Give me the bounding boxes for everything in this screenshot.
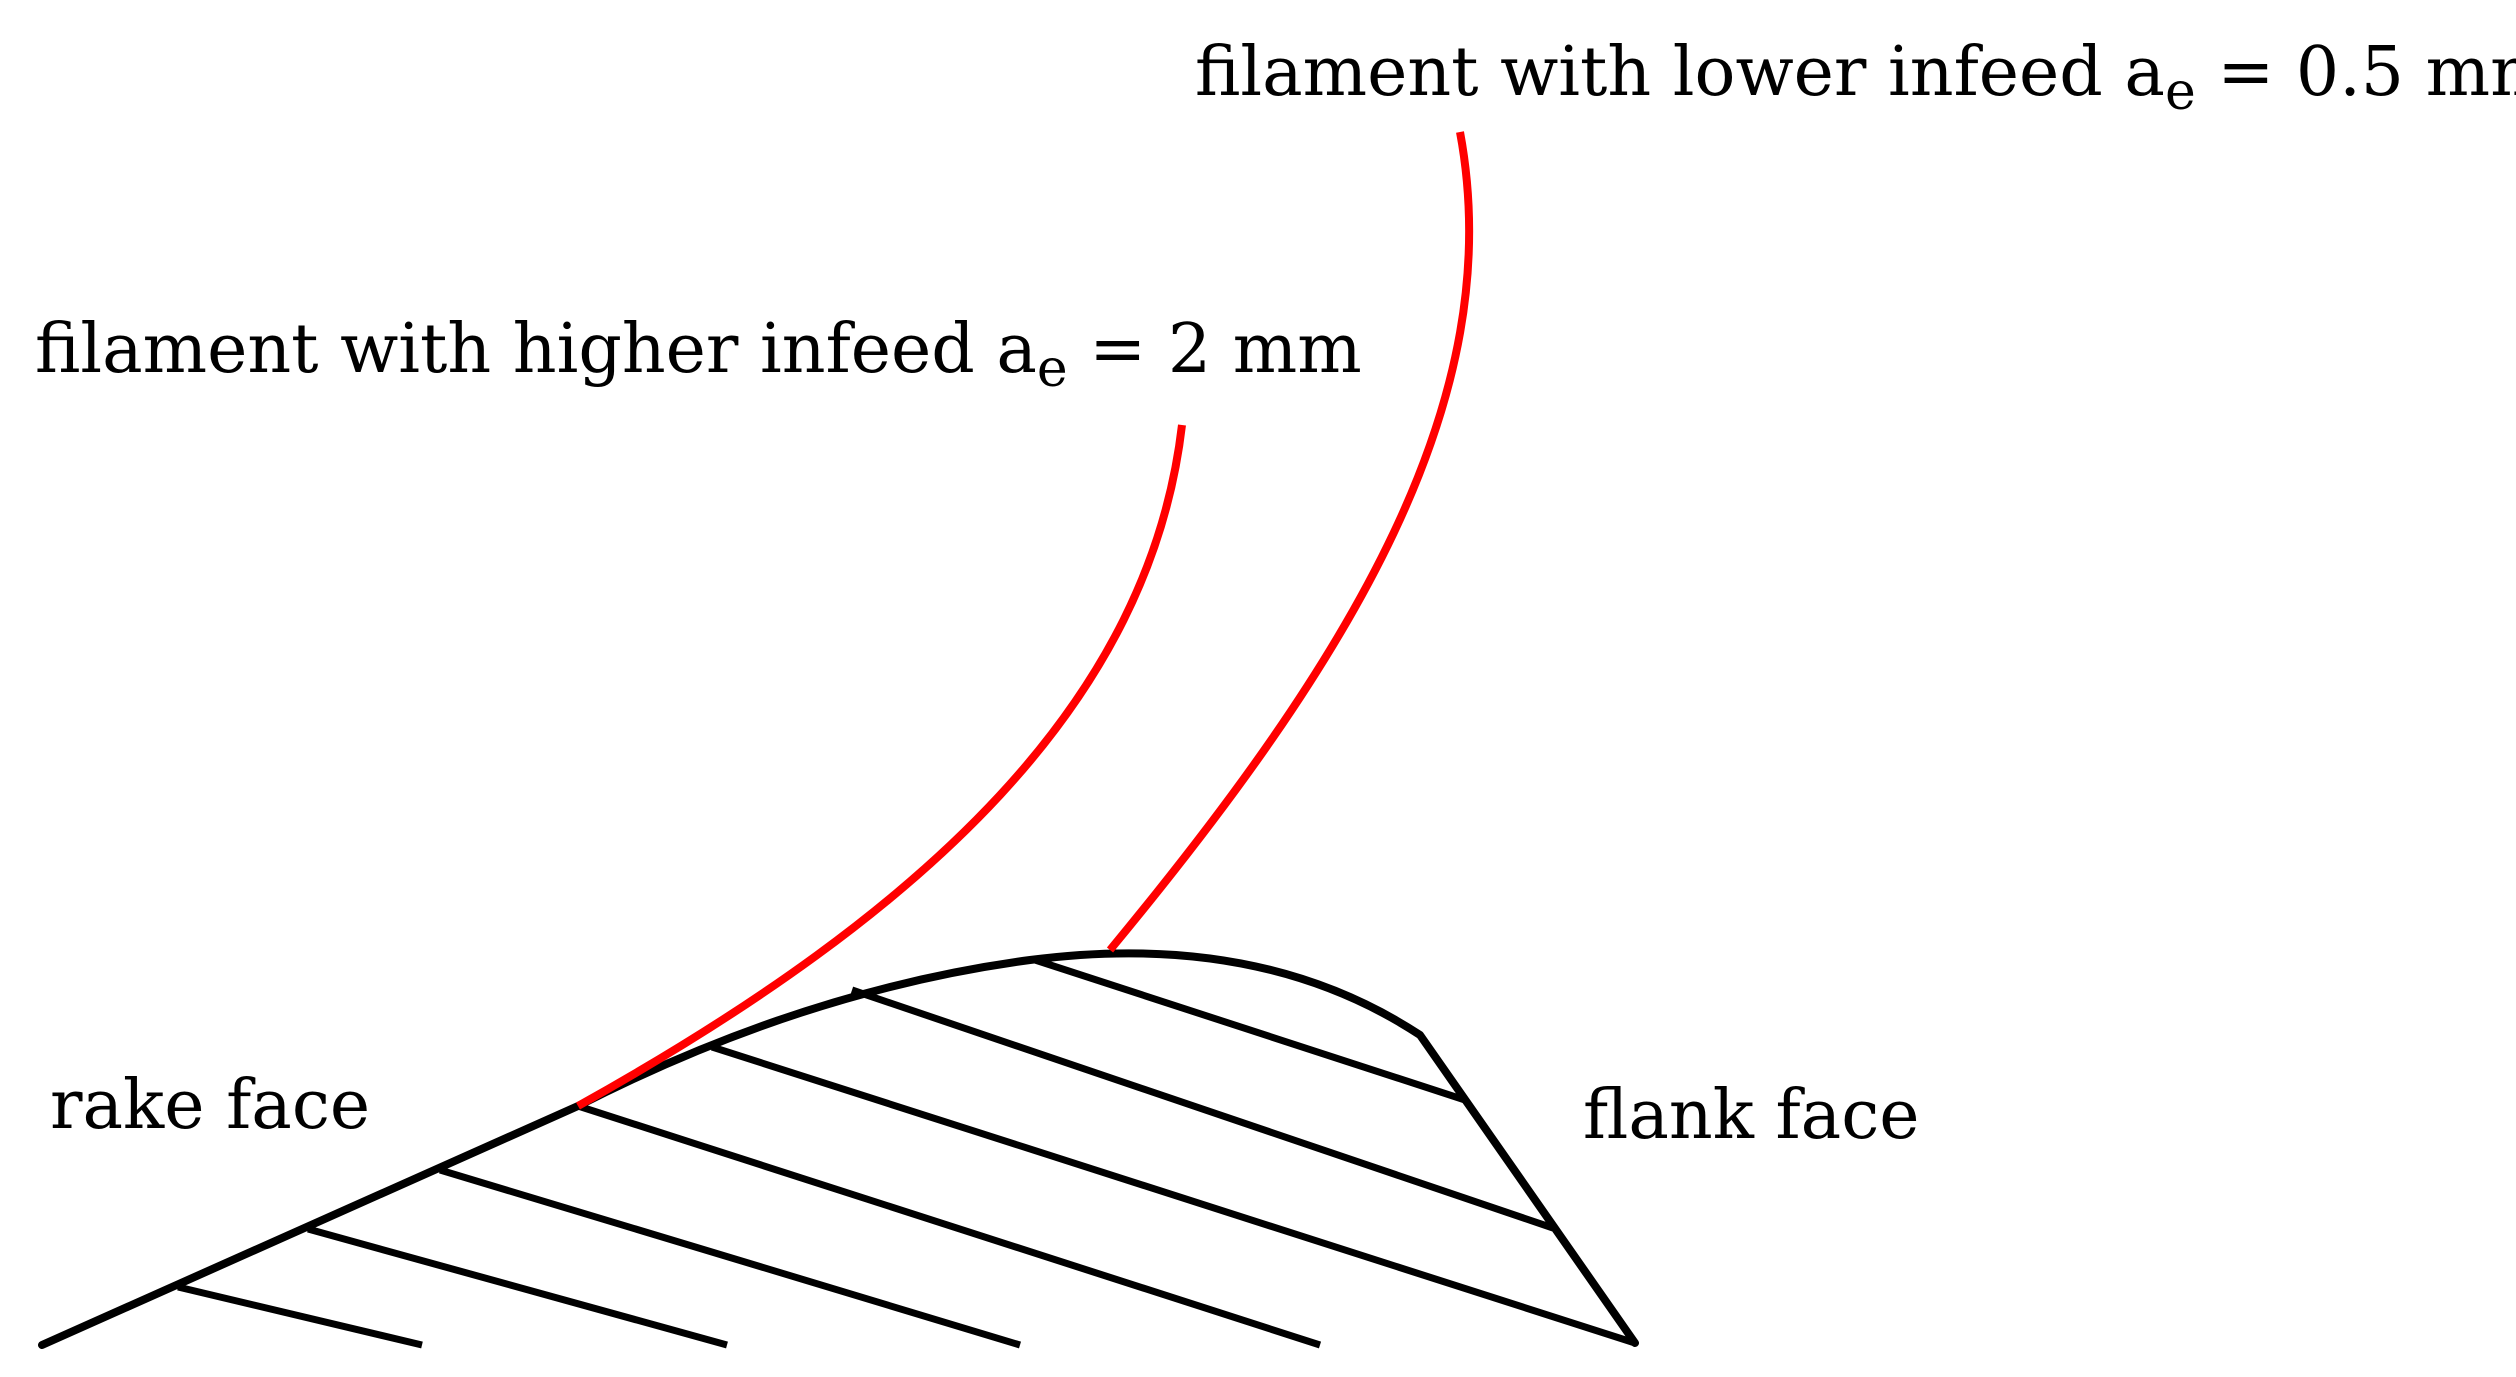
filament-higher-infeed bbox=[576, 424, 1186, 1110]
label-higher-infeed-suffix: = 2 mm bbox=[1068, 310, 1362, 389]
label-higher-infeed-subscript: e bbox=[1037, 339, 1068, 399]
hatch-line bbox=[438, 1166, 1022, 1349]
hatch-line bbox=[307, 1225, 728, 1349]
hatch-line bbox=[1033, 956, 1467, 1104]
hatch-line bbox=[710, 1043, 1637, 1347]
label-lower-infeed-main: filament with lower infeed a bbox=[1195, 33, 2165, 112]
label-flank-face: flank face bbox=[1583, 1076, 1920, 1155]
label-lower-infeed: filament with lower infeed ae = 0.5 mm bbox=[1195, 33, 2516, 122]
label-higher-infeed-main: filament with higher infeed a bbox=[35, 310, 1037, 389]
hatching bbox=[177, 956, 1637, 1349]
label-lower-infeed-suffix: = 0.5 mm bbox=[2196, 33, 2516, 112]
filament-lower-infeed bbox=[1106, 131, 1474, 953]
label-lower-infeed-subscript: e bbox=[2165, 62, 2196, 122]
tool-edge-outline bbox=[38, 949, 1639, 1349]
label-rake-face: rake face bbox=[50, 1066, 370, 1145]
hatch-line bbox=[576, 1102, 1322, 1349]
hatch-line bbox=[177, 1283, 423, 1349]
hatch-line bbox=[850, 986, 1555, 1232]
label-higher-infeed: filament with higher infeed ae = 2 mm bbox=[35, 310, 1362, 399]
